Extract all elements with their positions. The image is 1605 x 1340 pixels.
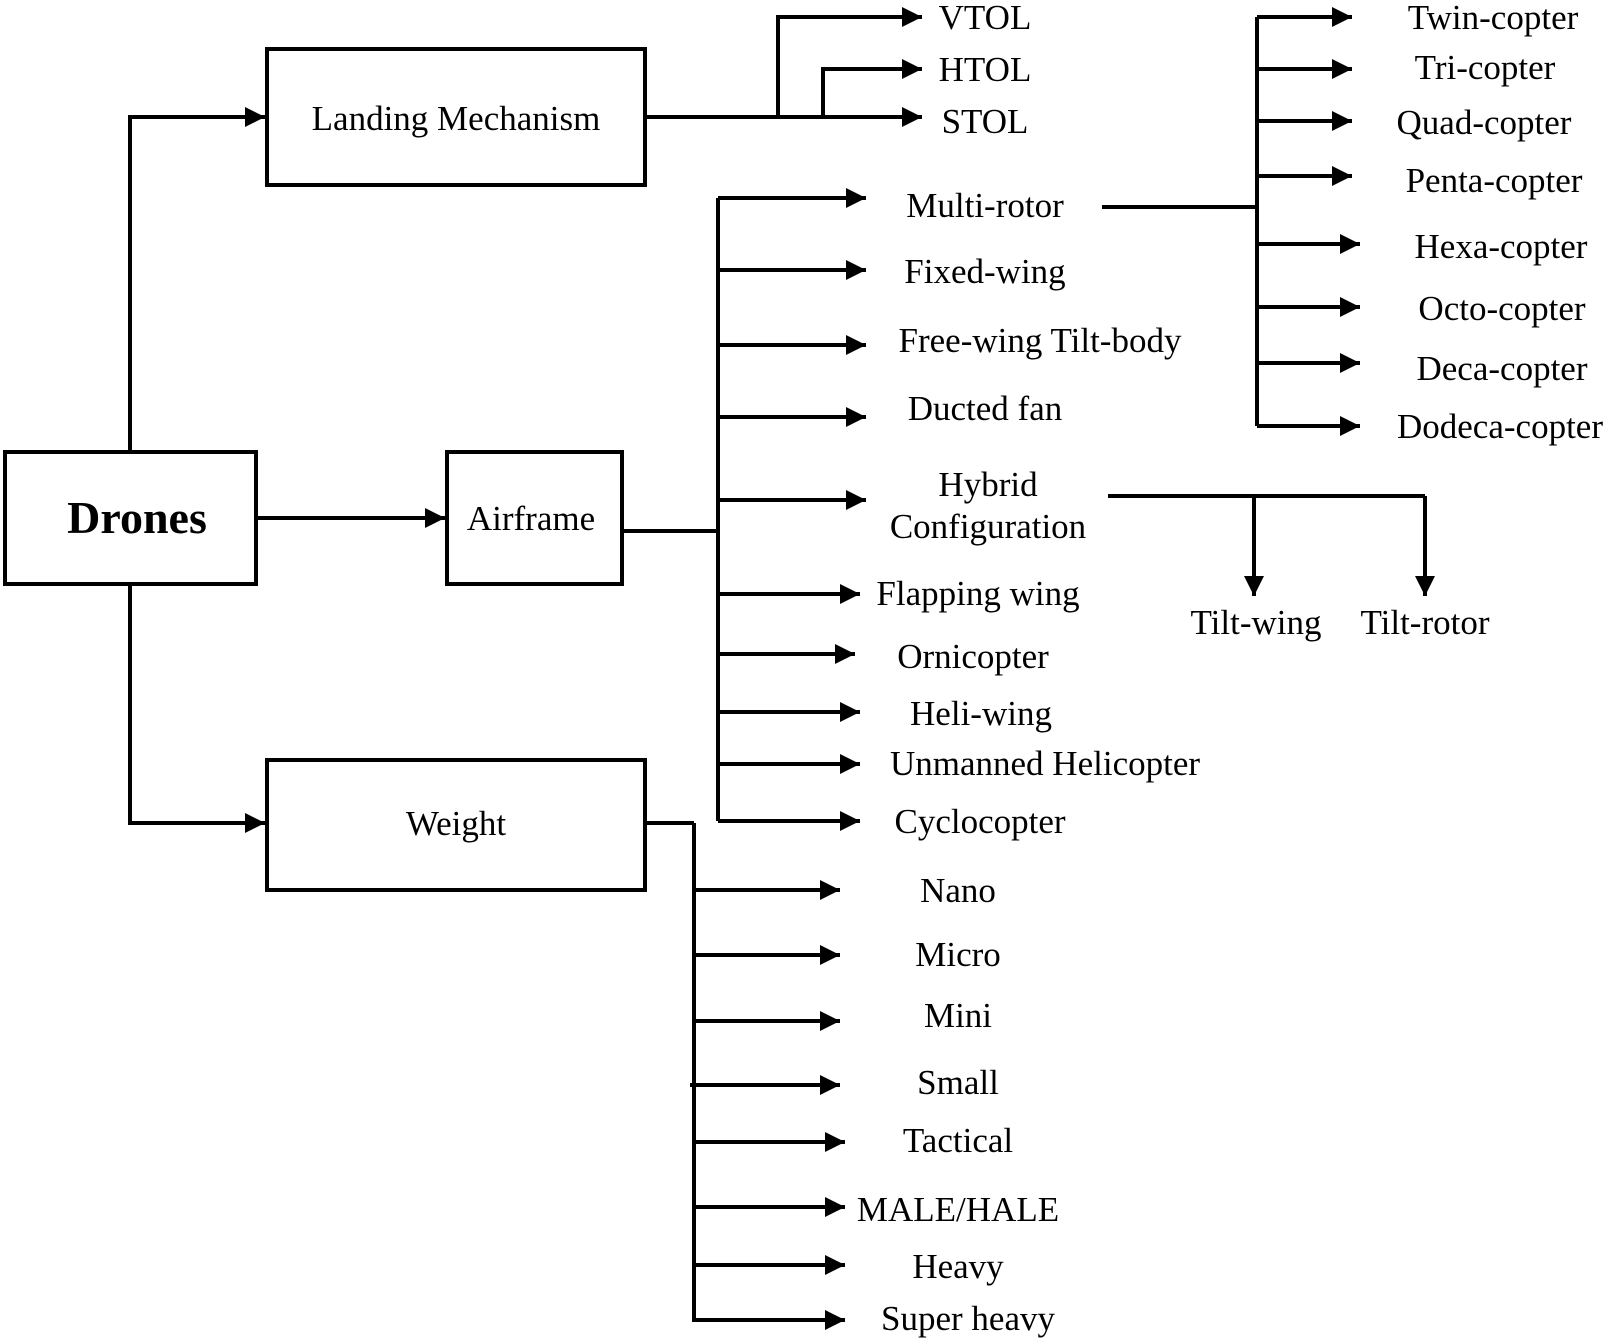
vtol-label: VTOL — [939, 0, 1032, 37]
drones-to-landing-connector — [128, 107, 265, 452]
flapping-wing-label: Flapping wing — [876, 574, 1079, 613]
tilt-rotor-label: Tilt-rotor — [1360, 603, 1489, 642]
nano-label: Nano — [920, 871, 996, 910]
drones-box — [3, 450, 258, 586]
htol-connector — [821, 59, 922, 117]
penta-copter-label: Penta-copter — [1406, 161, 1583, 200]
airframe-box — [445, 450, 624, 586]
multirotor-trunk-line — [1102, 17, 1259, 426]
micro-label: Micro — [915, 935, 1001, 974]
vtol-connector — [776, 7, 922, 117]
landing-mechanism-label: Landing Mechanism — [312, 99, 601, 138]
heavy-label: Heavy — [912, 1247, 1004, 1286]
root-label: Drones — [67, 492, 207, 543]
ducted-fan-label: Ducted fan — [908, 389, 1063, 428]
unmanned-helicopter-label: Unmanned Helicopter — [890, 744, 1200, 783]
hybrid-label-line1: Hybrid — [938, 465, 1038, 504]
tilt-wing-label: Tilt-wing — [1191, 603, 1322, 642]
deca-copter-label: Deca-copter — [1417, 349, 1588, 388]
landing-mechanism-box — [265, 47, 647, 187]
hexa-copter-label: Hexa-copter — [1415, 227, 1588, 266]
tactical-label: Tactical — [903, 1121, 1014, 1160]
cyclocopter-label: Cyclocopter — [894, 802, 1065, 841]
ornicopter-label: Ornicopter — [897, 637, 1049, 676]
hybrid-label-line2: Configuration — [890, 507, 1086, 546]
male-hale-label: MALE/HALE — [857, 1190, 1059, 1229]
multirotor-label: Multi-rotor — [906, 186, 1064, 225]
tri-copter-label: Tri-copter — [1415, 48, 1556, 87]
mini-label: Mini — [924, 996, 992, 1035]
heli-wing-label: Heli-wing — [910, 694, 1052, 733]
twin-copter-label: Twin-copter — [1408, 0, 1579, 37]
super-heavy-label: Super heavy — [881, 1299, 1055, 1338]
weight-trunk-line — [645, 821, 696, 1322]
free-wing-label: Free-wing Tilt-body — [899, 321, 1182, 360]
drones-to-weight-connector — [128, 584, 265, 833]
airframe-label: Airframe — [467, 499, 595, 538]
fixed-wing-label: Fixed-wing — [904, 252, 1065, 291]
dodeca-copter-label: Dodeca-copter — [1397, 407, 1603, 446]
small-label: Small — [917, 1063, 999, 1102]
airframe-trunk-line — [622, 198, 720, 821]
quad-copter-label: Quad-copter — [1397, 103, 1572, 142]
weight-label: Weight — [406, 804, 506, 843]
htol-label: HTOL — [939, 50, 1032, 89]
octo-copter-label: Octo-copter — [1418, 289, 1585, 328]
stol-label: STOL — [942, 102, 1029, 141]
